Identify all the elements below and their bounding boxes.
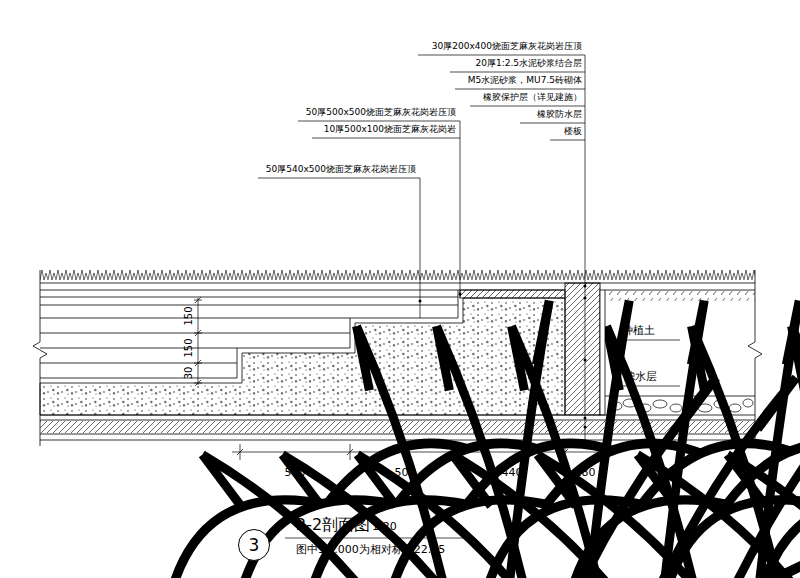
index-number: 3 — [249, 536, 260, 555]
zone-label: 滤水层 — [624, 370, 657, 383]
section-index-circle: 3 — [238, 529, 270, 561]
drawing-note: 图中±0.000为相对标高22.95 — [296, 543, 445, 556]
callout-text: 50厚540x500烧面芝麻灰花岗岩压顶 — [266, 164, 416, 175]
callout-text: 50厚500x500烧面芝麻灰花岗岩压顶 — [306, 107, 456, 118]
dimension-text: 180 — [575, 466, 596, 479]
drawing-title: 2-2剖面图 — [296, 515, 370, 534]
callout-text: 10厚500x100烧面芝麻灰花岗岩 — [324, 124, 456, 135]
dimension-text: 500 — [395, 466, 416, 479]
callout-text: M5水泥砂浆，MU7.5砖砌体 — [468, 75, 582, 86]
zone-label: 种植土 — [622, 324, 655, 337]
dimension-text: 440 — [502, 466, 523, 479]
dimension-text: 30 — [183, 367, 195, 380]
dimension-text: 500 — [285, 466, 306, 479]
dimension-text: 150 — [183, 306, 195, 325]
callout-text: 楼板 — [564, 126, 582, 137]
scale-text: 1:20 — [372, 520, 397, 533]
callout-text: 橡胶保护层（详见建施） — [483, 92, 582, 103]
callout-text: 橡胶防水层 — [537, 109, 582, 120]
callout-text: 30厚200x400烧面芝麻灰花岗岩压顶 — [432, 41, 582, 52]
callout-text: 20厚1:2.5水泥砂浆结合层 — [475, 58, 582, 69]
dimension-text: 150 — [183, 338, 195, 357]
